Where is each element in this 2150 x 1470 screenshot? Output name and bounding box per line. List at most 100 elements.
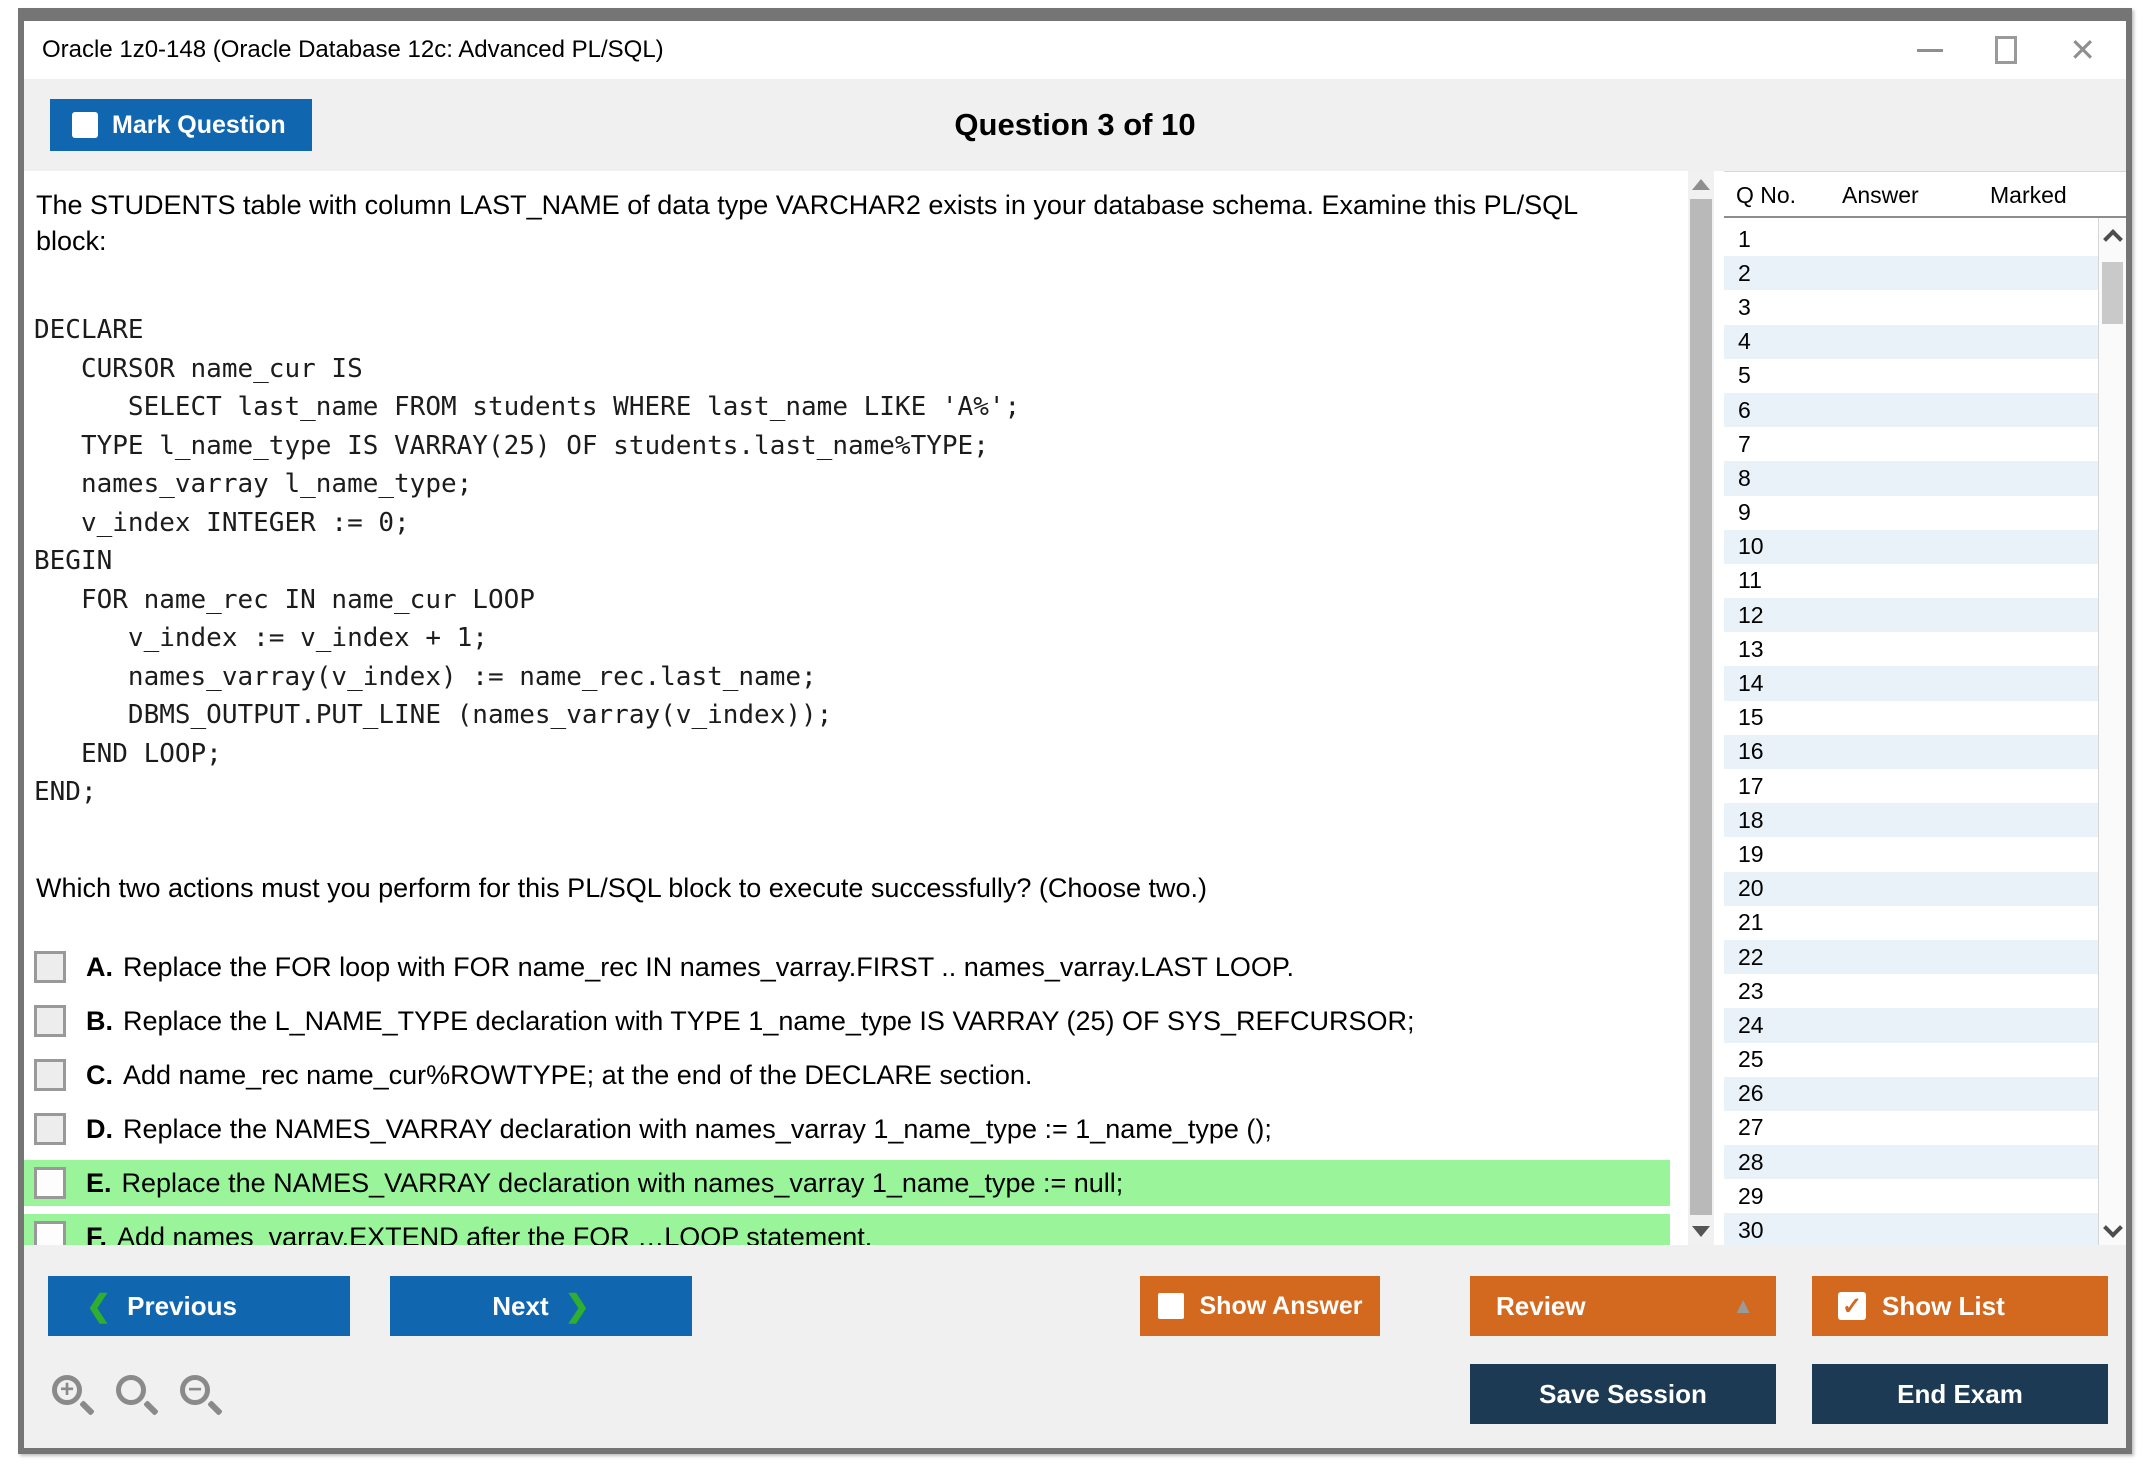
question-list-row[interactable]: 30 <box>1724 1213 2098 1245</box>
magnifier-circle <box>116 1375 146 1405</box>
code-line: v_index := v_index + 1; <box>34 623 488 653</box>
option-checkbox[interactable] <box>34 1005 66 1037</box>
mark-question-button[interactable]: Mark Question <box>50 99 312 151</box>
question-list-row[interactable]: 8 <box>1724 461 2098 496</box>
end-exam-button[interactable]: End Exam <box>1812 1364 2108 1424</box>
question-number: 15 <box>1738 704 1764 731</box>
code-line: names_varray(v_index) := name_rec.last_n… <box>34 661 817 692</box>
question-list-row[interactable]: 29 <box>1724 1179 2098 1213</box>
question-list-row[interactable]: 20 <box>1724 871 2098 906</box>
show-list-button[interactable]: ✓ Show List <box>1812 1276 2108 1336</box>
show-answer-checkbox[interactable] <box>1157 1293 1184 1319</box>
review-button[interactable]: Review ▲ <box>1470 1276 1776 1336</box>
question-number: 21 <box>1738 909 1764 936</box>
chevron-left-icon: ❮ <box>86 1289 112 1323</box>
question-list-row[interactable]: 16 <box>1724 734 2098 769</box>
header-qno: Q No. <box>1736 182 1797 208</box>
question-number: 4 <box>1738 328 1751 355</box>
maximize-icon[interactable] <box>1995 36 2018 64</box>
sidebar-scroll-up-icon[interactable] <box>2102 229 2123 249</box>
next-button[interactable]: Next ❯ <box>390 1276 692 1336</box>
answer-option[interactable]: B. Replace the L_NAME_TYPE declaration w… <box>24 998 1670 1044</box>
question-list-row[interactable]: 9 <box>1724 496 2098 530</box>
question-list-row[interactable]: 6 <box>1724 392 2098 428</box>
question-number: 12 <box>1738 601 1764 628</box>
zoom-in-icon[interactable]: + <box>50 1373 96 1419</box>
option-text: Replace the L_NAME_TYPE declaration with… <box>123 1005 1415 1036</box>
header-band: Mark Question Question 3 of 10 <box>24 79 2126 171</box>
answer-option[interactable]: E. Replace the NAMES_VARRAY declaration … <box>24 1160 1670 1206</box>
options-list: A. Replace the FOR loop with FOR name_re… <box>24 944 1670 1245</box>
question-list-row[interactable]: 2 <box>1724 256 2098 291</box>
option-letter: D. <box>86 1113 113 1144</box>
option-checkbox[interactable] <box>34 1113 66 1145</box>
scroll-up-icon[interactable] <box>1692 179 1710 190</box>
option-checkbox[interactable] <box>34 1167 66 1199</box>
question-list-row[interactable]: 18 <box>1724 803 2098 838</box>
option-checkbox[interactable] <box>34 951 66 983</box>
option-checkbox[interactable] <box>34 1059 66 1091</box>
question-list-row[interactable]: 27 <box>1724 1111 2098 1145</box>
sidebar-scrollbar[interactable] <box>2098 218 2126 1245</box>
code-block: DECLARE CURSOR name_cur IS SELECT last_n… <box>34 311 1020 812</box>
question-number: 16 <box>1738 738 1764 765</box>
question-list-row[interactable]: 28 <box>1724 1145 2098 1180</box>
question-list-row[interactable]: 12 <box>1724 598 2098 633</box>
answer-option[interactable]: F. Add names_varray.EXTEND after the FOR… <box>24 1214 1670 1245</box>
question-list-row[interactable]: 21 <box>1724 906 2098 940</box>
close-icon[interactable]: ✕ <box>2069 32 2096 68</box>
content-row: The STUDENTS table with column LAST_NAME… <box>24 171 2126 1245</box>
sidebar-scrollbar-thumb[interactable] <box>2102 262 2123 324</box>
question-list-row[interactable]: 19 <box>1724 837 2098 871</box>
show-answer-button[interactable]: Show Answer <box>1140 1276 1380 1336</box>
window-title: Oracle 1z0-148 (Oracle Database 12c: Adv… <box>42 36 664 63</box>
question-number: 2 <box>1738 259 1751 286</box>
footer-bar: ❮ Previous Next ❯ Show Answer Review ▲ ✓… <box>24 1245 2126 1448</box>
minimize-icon[interactable] <box>1917 48 1944 52</box>
question-list-row[interactable]: 11 <box>1724 564 2098 598</box>
zoom-tools: + − <box>50 1373 224 1419</box>
question-list-row[interactable]: 23 <box>1724 974 2098 1008</box>
answer-option[interactable]: C. Add name_rec name_cur%ROWTYPE; at the… <box>24 1052 1670 1098</box>
mark-question-label: Mark Question <box>112 110 286 139</box>
question-number: 29 <box>1738 1182 1764 1209</box>
mark-question-checkbox[interactable] <box>72 112 98 138</box>
save-session-button[interactable]: Save Session <box>1470 1364 1776 1424</box>
question-number: 22 <box>1738 943 1764 970</box>
answer-option[interactable]: A. Replace the FOR loop with FOR name_re… <box>24 944 1670 990</box>
sidebar-scroll-down-icon[interactable] <box>2102 1218 2123 1238</box>
content-scrollbar-thumb[interactable] <box>1690 199 1712 1215</box>
question-list-row[interactable]: 10 <box>1724 529 2098 564</box>
question-list-row[interactable]: 1 <box>1724 222 2098 256</box>
option-checkbox[interactable] <box>34 1221 66 1245</box>
check-icon: ✓ <box>1841 1292 1863 1320</box>
question-list-row[interactable]: 15 <box>1724 701 2098 735</box>
answer-option[interactable]: D. Replace the NAMES_VARRAY declaration … <box>24 1106 1670 1152</box>
question-list-body: 1 2 3 4 5 6 7 8 9 10 11 <box>1724 218 2126 1245</box>
previous-button[interactable]: ❮ Previous <box>48 1276 350 1336</box>
option-text: Add name_rec name_cur%ROWTYPE; at the en… <box>123 1059 1033 1090</box>
show-list-checkbox[interactable]: ✓ <box>1838 1292 1866 1320</box>
question-list-row[interactable]: 4 <box>1724 324 2098 359</box>
zoom-out-sign: − <box>180 1375 210 1405</box>
scroll-down-icon[interactable] <box>1692 1226 1710 1237</box>
question-list-row[interactable]: 26 <box>1724 1076 2098 1111</box>
question-list: 1 2 3 4 5 6 7 8 9 10 11 <box>1724 222 2098 1245</box>
code-line: TYPE l_name_type IS VARRAY(25) OF studen… <box>34 430 989 461</box>
code-line: CURSOR name_cur IS <box>34 353 363 384</box>
question-list-row[interactable]: 3 <box>1724 290 2098 324</box>
zoom-out-icon[interactable]: − <box>178 1373 224 1419</box>
question-list-row[interactable]: 14 <box>1724 666 2098 701</box>
option-text: Add names_varray.EXTEND after the FOR …L… <box>117 1221 873 1246</box>
question-list-row[interactable]: 25 <box>1724 1043 2098 1077</box>
question-list-row[interactable]: 7 <box>1724 427 2098 461</box>
magnifier-icon[interactable] <box>114 1373 160 1419</box>
question-list-row[interactable]: 5 <box>1724 359 2098 393</box>
content-scrollbar[interactable] <box>1688 171 1714 1245</box>
question-list-row[interactable]: 24 <box>1724 1008 2098 1043</box>
question-list-panel: Q No. Answer Marked 1 2 3 4 5 6 7 8 <box>1724 171 2126 1245</box>
question-list-row[interactable]: 17 <box>1724 769 2098 803</box>
caret-up-icon: ▲ <box>1732 1293 1754 1318</box>
question-list-row[interactable]: 22 <box>1724 939 2098 975</box>
question-list-row[interactable]: 13 <box>1724 632 2098 666</box>
